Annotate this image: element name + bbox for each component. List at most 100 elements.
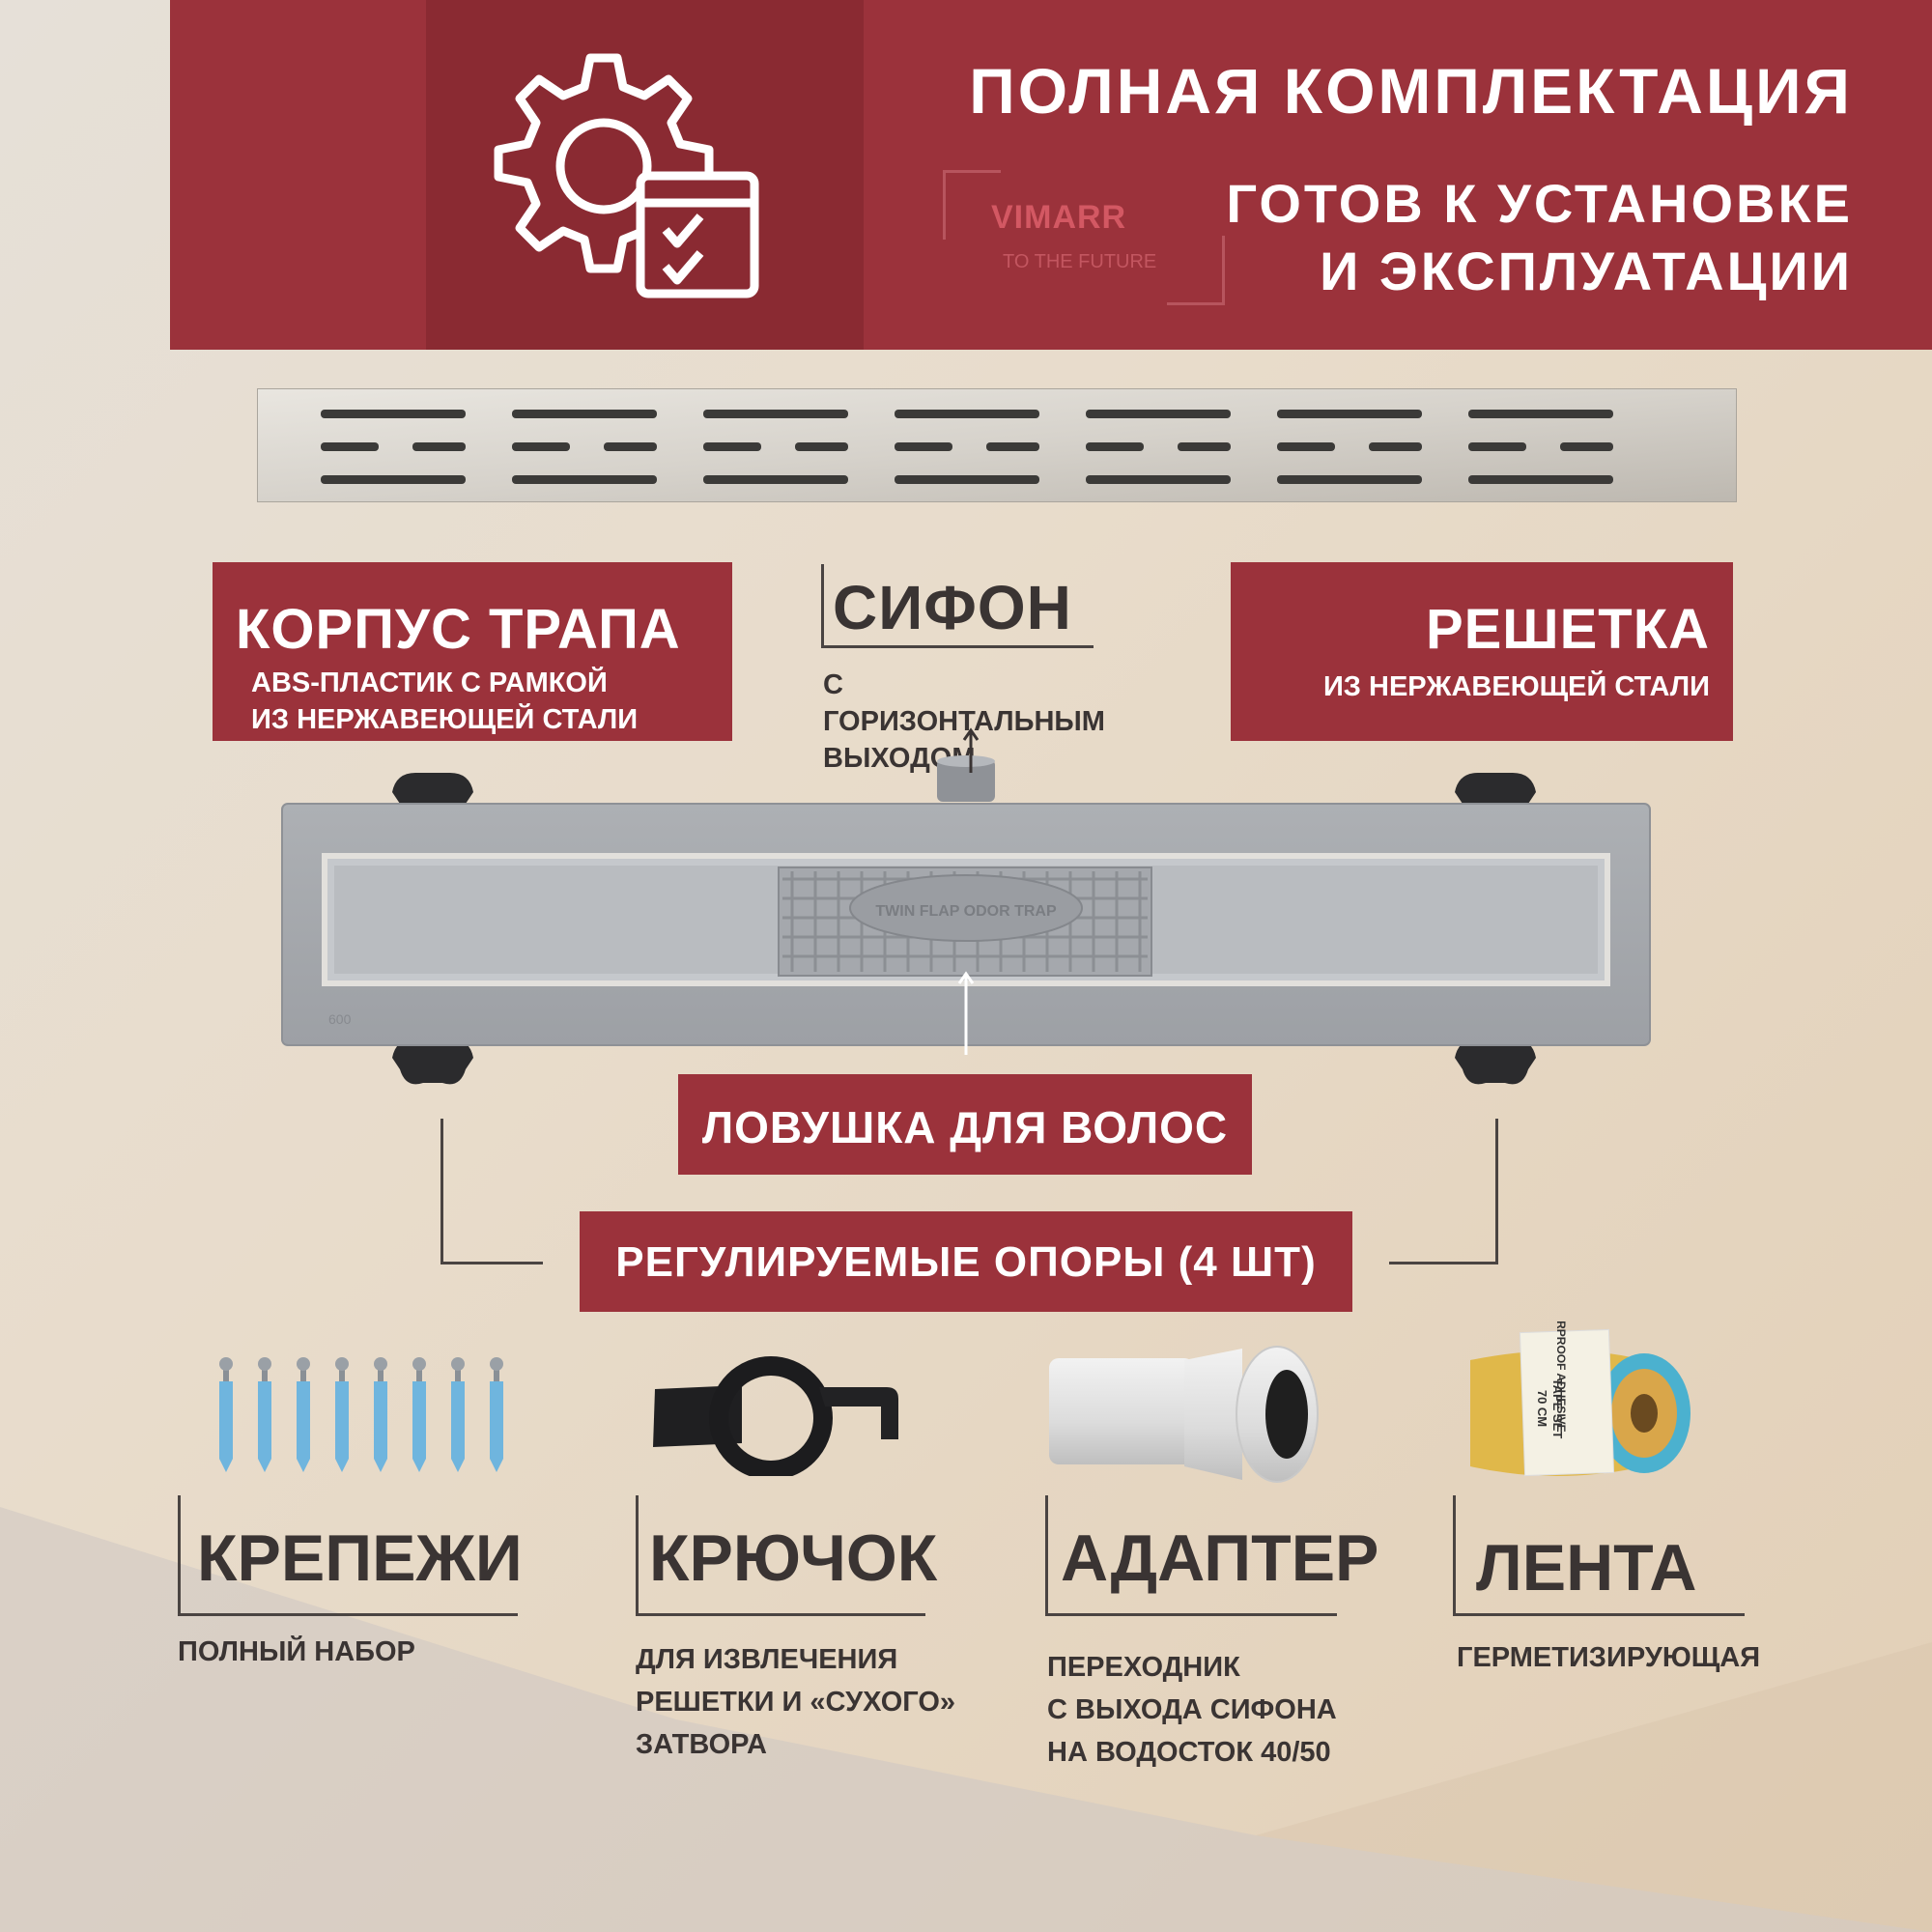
logo-frame-right: [1222, 236, 1225, 305]
grate-slot: [1468, 410, 1613, 418]
grate-slot: [895, 442, 952, 451]
brand-logo: VIMARR TO THE FUTURE: [943, 170, 1225, 305]
item-adapter-desc-line3: НА ВОДОСТОК 40/50: [1047, 1737, 1331, 1768]
gear-checklist-icon: [494, 53, 759, 298]
logo-frame-bottom: [1167, 302, 1225, 305]
tape-text-line3: 70 CM: [1535, 1390, 1549, 1427]
grate-slot: [1277, 475, 1422, 484]
supports-bracket-right-h: [1389, 1262, 1498, 1264]
grate-image: [257, 388, 1737, 502]
drain-body-desc-line2: ИЗ НЕРЖАВЕЮЩЕЙ СТАЛИ: [251, 704, 639, 735]
siphon-desc-line1: С ГОРИЗОНТАЛЬНЫМ: [823, 669, 1105, 737]
grate-slot: [895, 410, 1039, 418]
item-tape-desc: ГЕРМЕТИЗИРУЮЩАЯ: [1457, 1642, 1761, 1673]
fastener: [335, 1357, 349, 1472]
logo-frame-left: [943, 170, 946, 240]
item-tape-title: ЛЕНТА: [1476, 1531, 1697, 1605]
item-adapter-title: АДАПТЕР: [1061, 1521, 1379, 1595]
item-fasteners-bracket-h: [178, 1613, 518, 1616]
trap-label: TWIN FLAP ODOR TRAP: [875, 903, 1057, 920]
siphon-bracket-h: [821, 645, 1094, 648]
label-drain-body: КОРПУС ТРАПА ABS-ПЛАСТИК С РАМКОЙ ИЗ НЕР…: [213, 562, 732, 741]
grate-slot: [986, 442, 1039, 451]
fastener-icon: [219, 1357, 503, 1472]
grate-slot: [512, 475, 657, 484]
grate-slot: [1468, 475, 1613, 484]
item-hook-title: КРЮЧОК: [649, 1521, 938, 1595]
fastener: [297, 1357, 310, 1472]
label-hair-trap: ЛОВУШКА ДЛЯ ВОЛОС: [678, 1074, 1252, 1175]
fastener: [258, 1357, 271, 1472]
item-fasteners-desc: ПОЛНЫЙ НАБОР: [178, 1636, 415, 1667]
item-hook-desc-line1: ДЛЯ ИЗВЛЕЧЕНИЯ: [636, 1644, 898, 1675]
fastener: [451, 1357, 465, 1472]
grate-slot: [321, 475, 466, 484]
supports-title: РЕГУЛИРУЕМЫЕ ОПОРЫ (4 ШТ): [615, 1238, 1317, 1286]
item-adapter-bracket-v: [1045, 1495, 1048, 1615]
supports-bracket-right-v: [1495, 1119, 1498, 1264]
grate-slot: [512, 410, 657, 418]
grate-slot: [703, 475, 848, 484]
grate-slot: [1468, 442, 1526, 451]
item-hook-bracket-h: [636, 1613, 925, 1616]
header-subtitle-line2: И ЭКСПЛУАТАЦИИ: [1320, 241, 1853, 301]
drain-body-desc: ABS-ПЛАСТИК С РАМКОЙ ИЗ НЕРЖАВЕЮЩЕЙ СТАЛ…: [251, 665, 638, 738]
logo-frame-top: [943, 170, 1001, 173]
header-title: ПОЛНАЯ КОМПЛЕКТАЦИЯ: [969, 55, 1853, 127]
grate-slot: [1086, 442, 1144, 451]
item-hook-desc: ДЛЯ ИЗВЛЕЧЕНИЯ РЕШЕТКИ И «СУХОГО» ЗАТВОР…: [636, 1638, 955, 1766]
supports-bracket-left-v: [440, 1119, 443, 1264]
header-icon-panel: [426, 0, 864, 350]
grate-slot: [604, 442, 657, 451]
logo-tagline: TO THE FUTURE: [1003, 251, 1157, 272]
grate-slot: [1086, 475, 1231, 484]
grate-slot: [1369, 442, 1422, 451]
header-banner: ПОЛНАЯ КОМПЛЕКТАЦИЯ ГОТОВ К УСТАНОВКЕ И …: [170, 0, 1932, 350]
label-siphon: СИФОН С ГОРИЗОНТАЛЬНЫМ ВЫХОДОМ: [821, 564, 1130, 774]
grate-title: РЕШЕТКА: [1425, 598, 1710, 661]
drain-body-title: КОРПУС ТРАПА: [236, 598, 681, 661]
item-adapter-desc-line1: ПЕРЕХОДНИК: [1047, 1652, 1240, 1683]
item-adapter-desc-line2: С ВЫХОДА СИФОНА: [1047, 1694, 1337, 1725]
item-hook-desc-line2: РЕШЕТКИ И «СУХОГО»: [636, 1687, 956, 1718]
grate-slot: [412, 442, 466, 451]
siphon-arrow: [962, 727, 980, 773]
item-hook-bracket-v: [636, 1495, 639, 1615]
item-tape-bracket-h: [1453, 1613, 1745, 1616]
siphon-title: СИФОН: [833, 573, 1072, 642]
tape-text-line1: WATERPROOF ADHESIVE: [1554, 1321, 1568, 1433]
grate-slot: [895, 475, 1039, 484]
header-subtitle-line1: ГОТОВ К УСТАНОВКЕ: [1226, 173, 1853, 234]
item-adapter-bracket-h: [1045, 1613, 1337, 1616]
tape-roll-icon: WATERPROOF ADHESIVE TAPE SET 70 CM: [1470, 1321, 1690, 1477]
item-hook-desc-line3: ЗАТВОРА: [636, 1729, 767, 1760]
tape-text-line2: TAPE SET: [1550, 1378, 1565, 1439]
fastener: [219, 1357, 233, 1472]
label-supports: РЕГУЛИРУЕМЫЕ ОПОРЫ (4 ШТ): [580, 1211, 1352, 1312]
header-subtitle: ГОТОВ К УСТАНОВКЕ И ЭКСПЛУАТАЦИИ: [1226, 170, 1853, 305]
logo-name: VIMARR: [991, 199, 1127, 236]
grate-slot: [321, 442, 379, 451]
supports-bracket-left-h: [440, 1262, 543, 1264]
grate-slot: [1086, 410, 1231, 418]
hook-icon: [653, 1356, 898, 1476]
grate-slot: [1178, 442, 1231, 451]
siphon-bracket-v: [821, 564, 824, 647]
adapter-icon: [1049, 1346, 1319, 1483]
grate-slot: [512, 442, 570, 451]
label-grate: РЕШЕТКА ИЗ НЕРЖАВЕЮЩЕЙ СТАЛИ: [1231, 562, 1733, 741]
drain-body-desc-line1: ABS-ПЛАСТИК С РАМКОЙ: [251, 668, 608, 698]
fastener: [374, 1357, 387, 1472]
grate-slot: [1277, 442, 1335, 451]
hair-trap-title: ЛОВУШКА ДЛЯ ВОЛОС: [701, 1102, 1229, 1152]
item-fasteners-title: КРЕПЕЖИ: [197, 1521, 523, 1595]
drain-housing-image: TWIN FLAP ODOR TRAP 600: [281, 755, 1651, 1085]
grate-slot: [321, 410, 466, 418]
grate-slot: [795, 442, 848, 451]
grate-slot: [703, 442, 761, 451]
size-mark: 600: [328, 1011, 352, 1027]
item-tape-bracket-v: [1453, 1495, 1456, 1615]
item-fasteners-bracket-v: [178, 1495, 181, 1615]
grate-desc: ИЗ НЕРЖАВЕЮЩЕЙ СТАЛИ: [1322, 671, 1710, 702]
fastener: [412, 1357, 426, 1472]
